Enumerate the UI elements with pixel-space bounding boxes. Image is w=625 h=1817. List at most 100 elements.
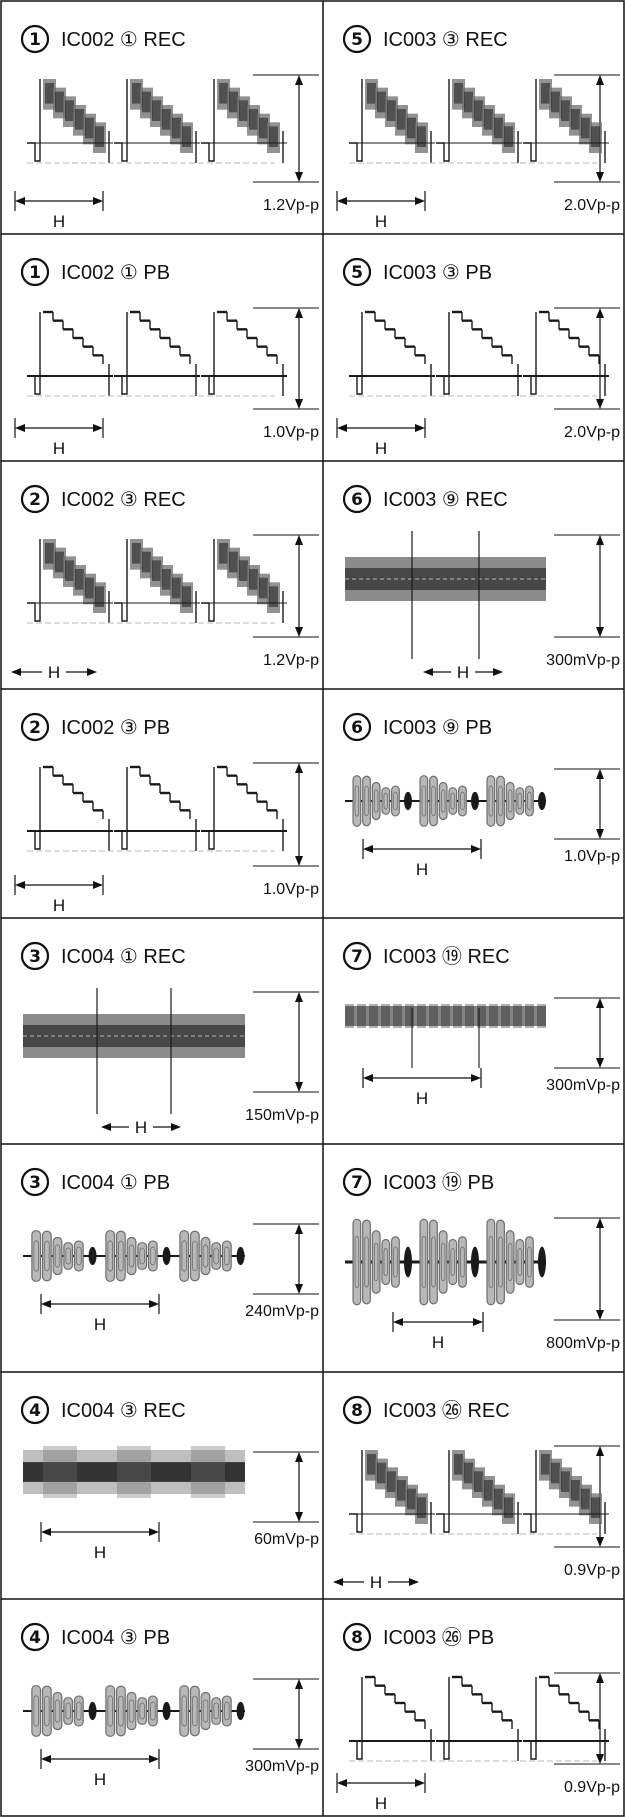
waveform-trace bbox=[349, 1450, 609, 1535]
panel-title: IC002 ① PB bbox=[61, 262, 170, 284]
vpp-label: 1.2Vp-p bbox=[263, 197, 319, 214]
h-period-arrow: H bbox=[362, 1068, 482, 1108]
amplitude-arrow bbox=[253, 307, 319, 410]
h-label: H bbox=[375, 212, 387, 231]
h-period-arrow: H bbox=[336, 1773, 426, 1813]
h-label: H bbox=[457, 663, 469, 682]
panel-number: 5 bbox=[351, 30, 363, 50]
panel-title: IC003 ⑲ PB bbox=[383, 1171, 494, 1194]
h-label: H bbox=[94, 1543, 106, 1562]
panel-number: 1 bbox=[29, 30, 41, 50]
h-label: H bbox=[375, 439, 387, 458]
vpp-label: 1.2Vp-p bbox=[263, 652, 319, 669]
waveform-trace bbox=[27, 79, 287, 164]
panel-title: IC002 ③ REC bbox=[61, 489, 186, 511]
amplitude-arrow bbox=[554, 768, 620, 840]
amplitude-arrow bbox=[554, 534, 620, 638]
panel-title: IC004 ③ PB bbox=[61, 1627, 170, 1649]
panel-number: 8 bbox=[351, 1401, 363, 1421]
waveform-panel: 1 IC002 ① PB 1.0Vp-pH bbox=[14, 257, 319, 458]
h-label: H bbox=[416, 1089, 428, 1108]
waveform-trace bbox=[27, 310, 287, 397]
amplitude-arrow bbox=[554, 74, 620, 183]
amplitude-arrow bbox=[253, 74, 319, 183]
panel-title: IC003 ③ REC bbox=[383, 29, 508, 51]
amplitude-arrow bbox=[554, 1217, 620, 1321]
panel-number: 6 bbox=[351, 718, 363, 738]
vpp-label: 800mVp-p bbox=[546, 1335, 620, 1352]
h-period-arrow: H bbox=[14, 418, 104, 458]
h-label: H bbox=[375, 1794, 387, 1813]
waveform-panel: 7 IC003 ⑲ PB 800mVp-p H bbox=[342, 1167, 620, 1352]
panel-number-badge: 5 bbox=[342, 24, 372, 54]
waveform-panel: 6 IC003 ⑨ PB 1.0Vp-pH bbox=[342, 712, 620, 879]
h-label: H bbox=[94, 1770, 106, 1789]
panel-number: 6 bbox=[351, 490, 363, 510]
panel-number-badge: 4 bbox=[20, 1622, 50, 1652]
h-period-arrow: H bbox=[336, 418, 426, 458]
vpp-label: 240mVp-p bbox=[245, 1303, 319, 1320]
vpp-label: 60mVp-p bbox=[254, 1531, 319, 1548]
waveform-trace bbox=[345, 531, 546, 659]
panel-number-badge: 7 bbox=[342, 1167, 372, 1197]
panel-number: 4 bbox=[29, 1628, 41, 1648]
waveform-trace bbox=[345, 1218, 546, 1306]
panel-number: 1 bbox=[29, 263, 41, 283]
waveform-trace bbox=[23, 988, 245, 1114]
waveform-trace bbox=[349, 1675, 609, 1762]
panel-number: 2 bbox=[29, 490, 41, 510]
h-label: H bbox=[370, 1573, 382, 1592]
panel-title: IC002 ① REC bbox=[61, 29, 186, 51]
amplitude-arrow bbox=[253, 534, 319, 638]
panel-title: IC004 ① REC bbox=[61, 946, 186, 968]
panel-number-badge: 8 bbox=[342, 1395, 372, 1425]
panel-title: IC004 ③ REC bbox=[61, 1400, 186, 1422]
amplitude-arrow bbox=[554, 307, 620, 410]
vpp-label: 1.0Vp-p bbox=[263, 881, 319, 898]
waveform-trace bbox=[349, 310, 609, 397]
panel-title: IC003 ⑨ PB bbox=[383, 717, 492, 739]
vpp-label: 300mVp-p bbox=[546, 1077, 620, 1094]
h-label: H bbox=[48, 663, 60, 682]
panel-number-badge: 6 bbox=[342, 484, 372, 514]
panel-title: IC003 ㉖ PB bbox=[383, 1626, 494, 1649]
vpp-label: 1.0Vp-p bbox=[564, 848, 620, 865]
panel-number-badge: 3 bbox=[20, 1167, 50, 1197]
h-label: H bbox=[416, 860, 428, 879]
h-label: H bbox=[135, 1118, 147, 1137]
panel-number-badge: 6 bbox=[342, 712, 372, 742]
panel-number: 3 bbox=[29, 1173, 41, 1193]
amplitude-arrow bbox=[253, 991, 319, 1093]
h-period-arrow: H bbox=[423, 662, 503, 682]
vpp-label: 1.0Vp-p bbox=[263, 424, 319, 441]
h-period-arrow: H bbox=[392, 1312, 484, 1352]
h-label: H bbox=[53, 212, 65, 231]
h-period-arrow: H bbox=[40, 1749, 160, 1789]
amplitude-arrow bbox=[554, 1672, 620, 1765]
amplitude-arrow bbox=[253, 1678, 319, 1750]
vpp-label: 2.0Vp-p bbox=[564, 197, 620, 214]
waveform-trace bbox=[27, 765, 287, 852]
waveform-trace bbox=[345, 775, 546, 827]
waveform-trace bbox=[345, 1004, 546, 1068]
panel-title: IC004 ① PB bbox=[61, 1172, 170, 1194]
panel-number-badge: 1 bbox=[20, 257, 50, 287]
waveform-trace bbox=[23, 1446, 245, 1498]
panel-number-badge: 2 bbox=[20, 712, 50, 742]
h-label: H bbox=[432, 1333, 444, 1352]
h-label: H bbox=[53, 439, 65, 458]
h-period-arrow: H bbox=[14, 191, 104, 231]
panel-number: 8 bbox=[351, 1628, 363, 1648]
panel-number: 2 bbox=[29, 718, 41, 738]
